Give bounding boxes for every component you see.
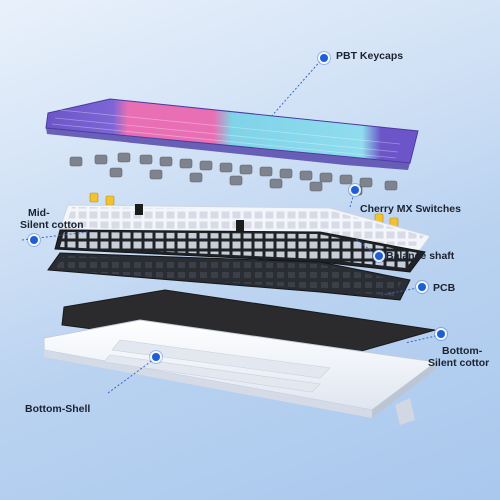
label-bottom-silent-cotton: Bottom- Silent cottor: [428, 345, 489, 369]
label-bottom-shell: Bottom-Shell: [25, 403, 91, 415]
leader-lines: [21, 57, 441, 394]
mid-foam-layer: [54, 229, 426, 273]
label-mid-silent-line2: Silent cotton: [20, 219, 84, 231]
label-cherry-mx-switches: Cherry MX Switches: [360, 203, 461, 215]
pbt-keycaps-marker: [320, 54, 328, 62]
mid-silent-cotton-marker: [30, 236, 38, 244]
bottom-silent-cotton-marker: [437, 330, 445, 338]
bottom-shell-marker: [152, 353, 160, 361]
pcb-marker: [418, 283, 426, 291]
keycaps-layer: [45, 98, 419, 170]
pcb-layer: [47, 252, 411, 301]
cherry-mx-marker: [351, 186, 359, 194]
label-pcb: PCB: [433, 282, 456, 294]
balance-shaft-marker: [375, 252, 383, 260]
label-pbt-keycaps: PBT Keycaps: [336, 50, 404, 62]
label-bottom-silent-line2: Silent cottor: [428, 357, 490, 369]
bottom-shell-layer: [43, 319, 438, 425]
label-bottom-silent-line1: Bottom-: [442, 345, 483, 357]
label-mid-silent-cotton: Mid- Silent cotton: [20, 207, 84, 231]
label-balance-shaft: Balance shaft: [386, 250, 455, 262]
bottom-foam-layer: [61, 289, 436, 361]
label-mid-silent-line1: Mid-: [28, 207, 50, 219]
